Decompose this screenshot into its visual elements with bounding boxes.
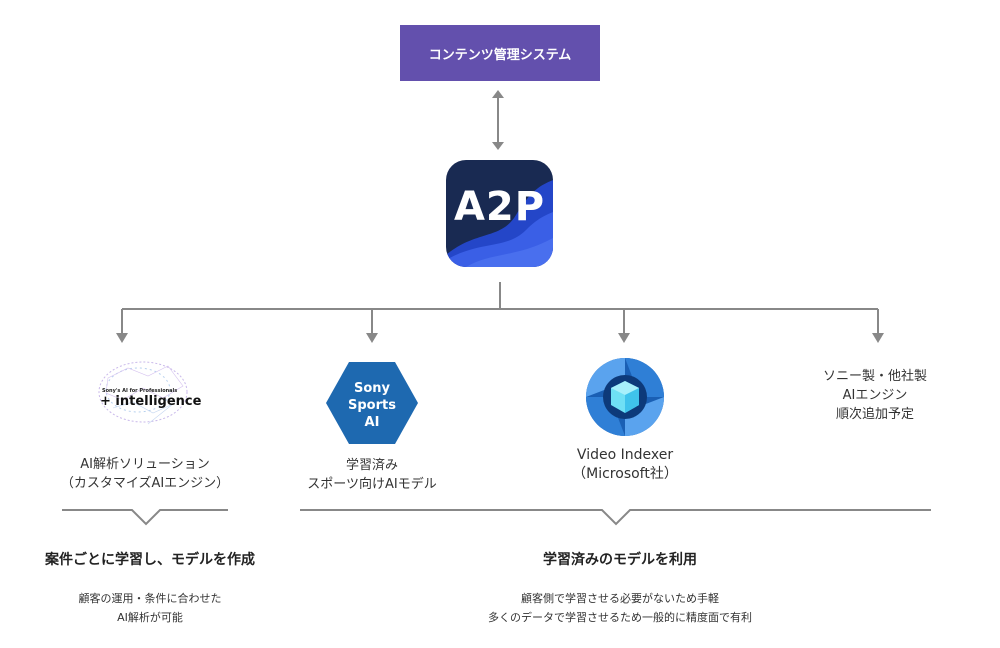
arrow-down-icon	[366, 333, 378, 343]
group-desc-custom: 顧客の運用・条件に合わせた AI解析が可能	[78, 592, 222, 624]
group-bracket-pretrained	[300, 509, 931, 526]
group-bracket-custom	[62, 509, 228, 526]
video-indexer-logo	[585, 357, 665, 437]
group-desc-pretrained: 顧客側で学習させる必要がないため手軽 多くのデータで学習させるため一般的に精度面…	[488, 592, 752, 624]
arrow-down-icon	[872, 333, 884, 343]
system-box-label: コンテンツ管理システム	[428, 47, 572, 63]
brain-network-icon	[98, 361, 188, 425]
engine-label-future: ソニー製・他社製 AIエンジン 順次追加予定	[822, 369, 927, 422]
group-heading-pretrained: 学習済みのモデルを利用	[543, 552, 697, 568]
engine-label-sony-sports: 学習済み スポーツ向けAIモデル	[307, 458, 437, 492]
logo-small-text: Sony's AI for Professionals	[102, 388, 178, 394]
app-icon-text: A2P	[453, 184, 546, 230]
plus-intelligence-logo: Sony's AI for Professionals + intelligen…	[88, 358, 202, 430]
bidirectional-arrow	[492, 90, 504, 150]
sony-sports-ai-logo: Sony Sports AI	[326, 362, 418, 444]
arrow-down-icon	[116, 333, 128, 343]
distribution-tree	[116, 282, 884, 343]
video-indexer-icon	[586, 358, 664, 436]
engine-label-intelligence: AI解析ソリューション （カスタマイズAIエンジン）	[60, 457, 230, 491]
engine-label-video-indexer: Video Indexer （Microsoft社）	[572, 447, 678, 482]
group-heading-custom: 案件ごとに学習し、モデルを作成	[45, 552, 255, 568]
arrow-down-icon	[618, 333, 630, 343]
logo-main-text: + intelligence	[100, 394, 202, 409]
hexagon-icon	[326, 362, 418, 444]
content-management-system-box: コンテンツ管理システム	[400, 25, 600, 81]
wave-decoration	[446, 180, 553, 267]
a2p-app-icon: A2P	[446, 160, 553, 267]
